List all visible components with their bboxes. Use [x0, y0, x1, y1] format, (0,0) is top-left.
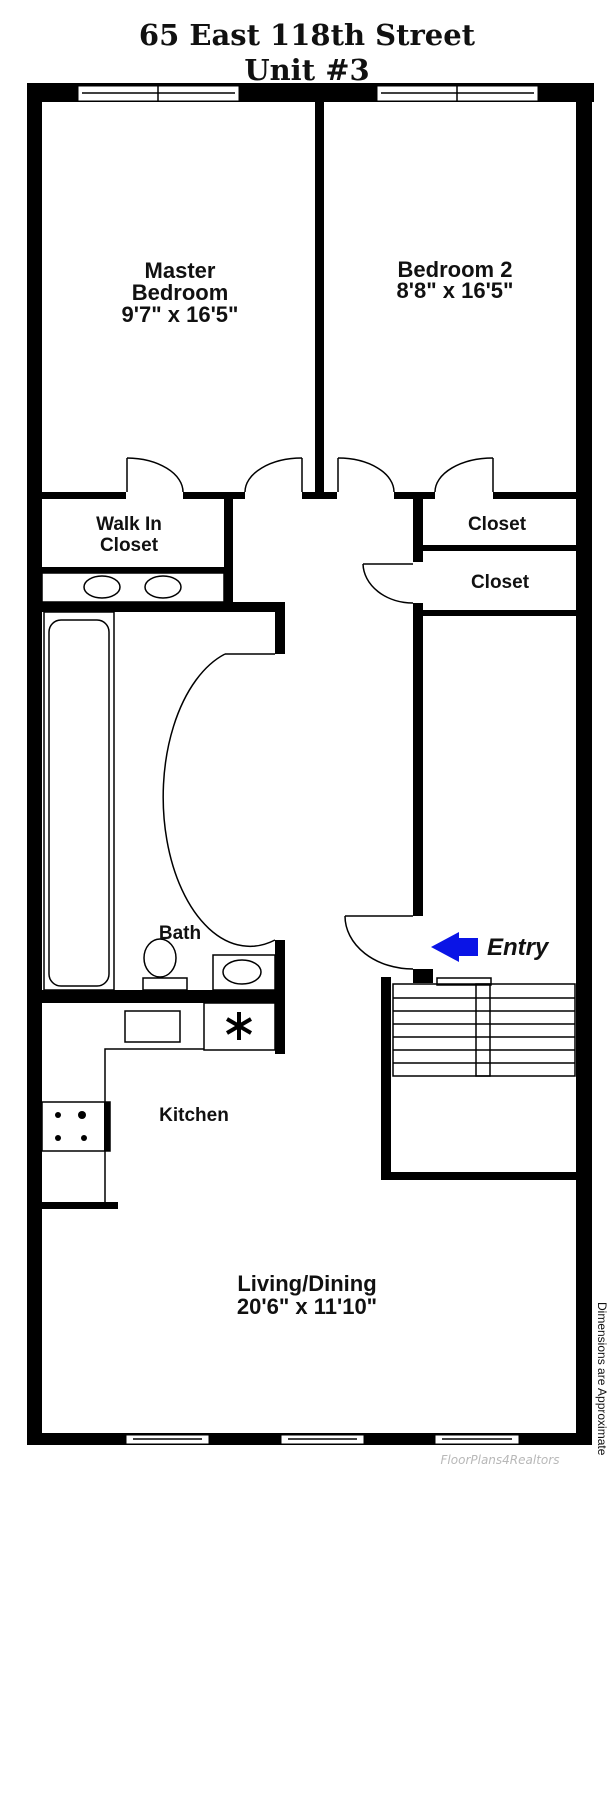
closet1-name: Closet — [468, 514, 527, 535]
plan-title-unit: Unit #3 — [244, 53, 369, 87]
walkin-closet-name: Closet — [100, 535, 159, 556]
kitchen-name: Kitchen — [159, 1105, 229, 1126]
closet2-name: Closet — [471, 572, 530, 593]
master-bedroom-name: Master — [145, 258, 216, 283]
living-dims: 20'6" x 11'10" — [237, 1294, 377, 1319]
vanity-basin-icon — [144, 575, 182, 599]
toilet-icon — [143, 938, 177, 978]
walkin-closet-name: Walk In — [96, 514, 162, 535]
vanity-basin-icon — [83, 575, 121, 599]
kitchen-sink-icon — [124, 1010, 181, 1043]
stairs-icon — [392, 977, 576, 1077]
brand-watermark: FloorPlans4Realtors — [441, 1453, 560, 1467]
windows — [77, 85, 539, 1445]
fridge-icon — [203, 1002, 276, 1051]
room-labels: Master Bedroom 9'7" x 16'5" Bedroom 2 8'… — [96, 257, 530, 1319]
bath-sink-icon — [222, 959, 262, 985]
plan-title-address: 65 East 118th Street — [139, 18, 476, 52]
dimensions-note: Dimensions are Approximate — [595, 1302, 609, 1456]
fixtures — [41, 572, 276, 1202]
master-bedroom-name: Bedroom — [132, 280, 229, 305]
bedroom2-name: Bedroom 2 — [398, 257, 513, 282]
bedroom2-dims: 8'8" x 16'5" — [397, 278, 514, 303]
bathtub-icon — [48, 619, 110, 987]
living-name: Living/Dining — [237, 1271, 376, 1296]
entry-label: Entry — [487, 934, 550, 961]
stove-icon — [41, 1101, 111, 1152]
asterisk-icon — [225, 1012, 253, 1040]
master-bedroom-dims: 9'7" x 16'5" — [122, 302, 239, 327]
doors — [126, 457, 494, 970]
bath-name: Bath — [159, 923, 201, 944]
entry-arrow-icon — [431, 932, 478, 962]
